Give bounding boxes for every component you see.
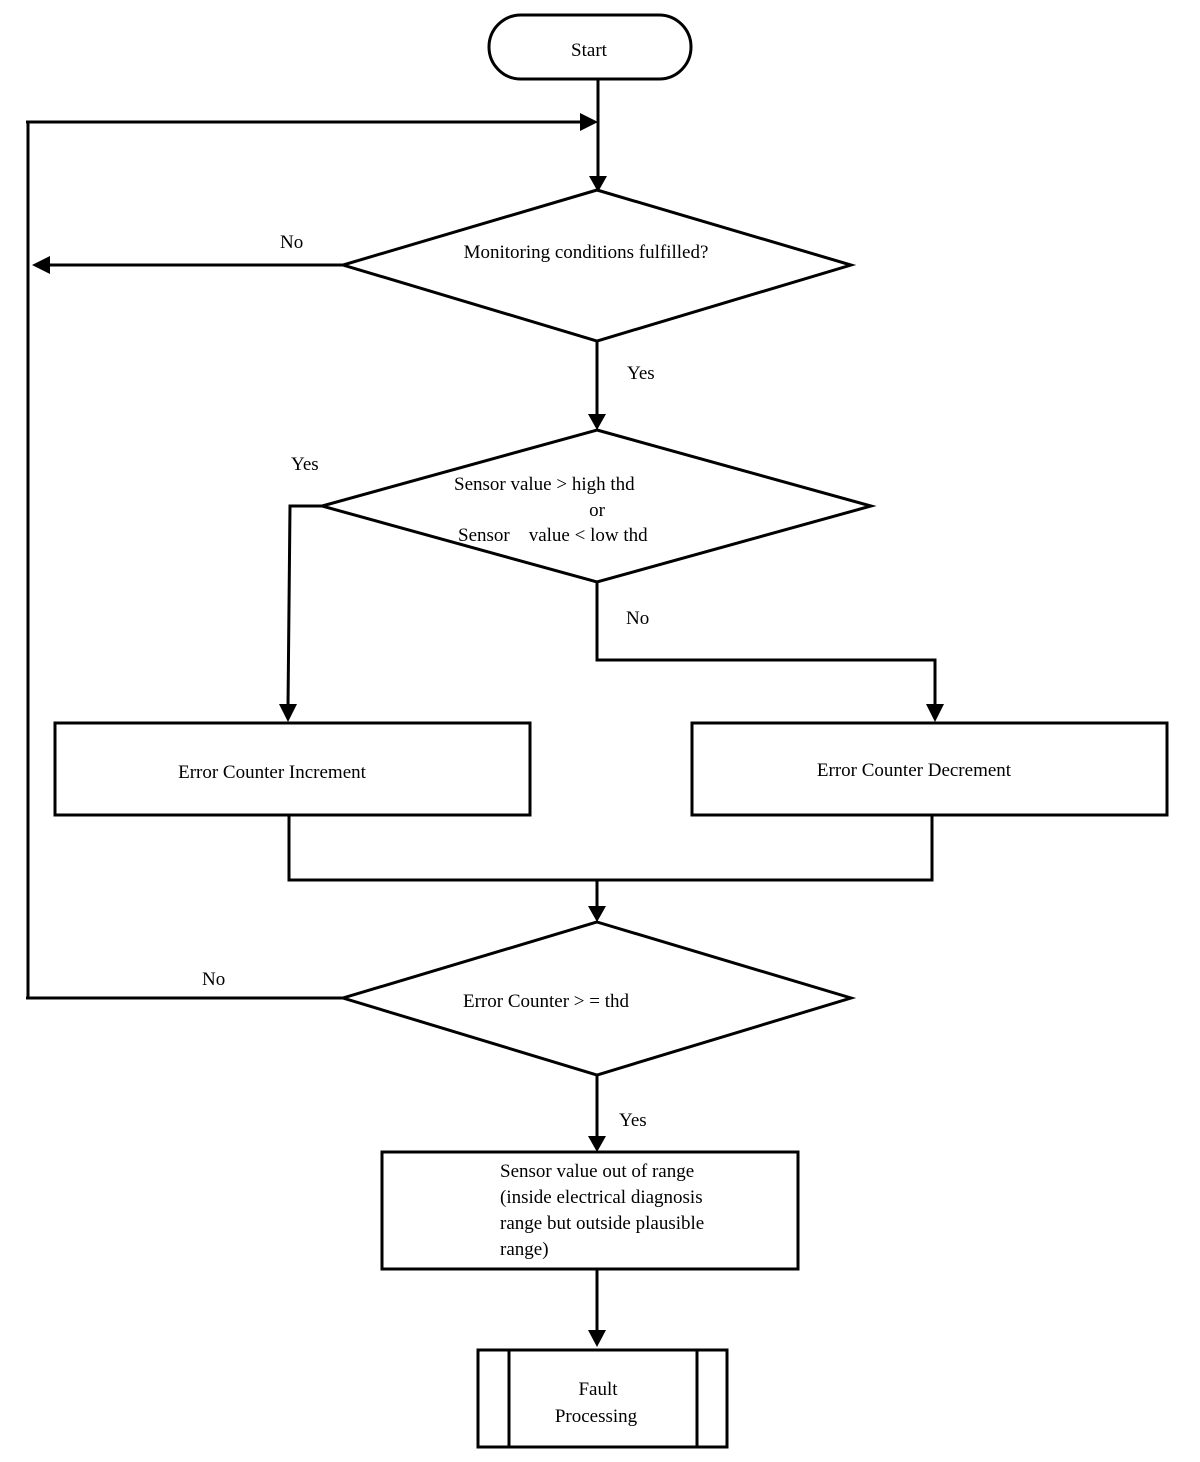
out-of-range-line1: Sensor value out of range: [500, 1161, 694, 1182]
edge-label-monitoring-yes: Yes: [627, 363, 655, 384]
arrowhead-monitoring: [589, 176, 607, 192]
fault-processing-box: [476, 1348, 729, 1449]
arrowhead-loop-back: [580, 113, 598, 131]
connector-sensor-no: [595, 582, 937, 706]
sensor-check-line2: or: [589, 500, 606, 521]
error-counter-increment-box: [53, 721, 532, 817]
sensor-check-line3: Sensor value < low thd: [458, 525, 648, 546]
arrowhead-monitoring-no: [32, 256, 50, 274]
fault-line1: Fault: [578, 1379, 618, 1400]
counter-check-label: Error Counter > = thd: [463, 991, 630, 1012]
edge-label-sensor-no: No: [626, 608, 649, 629]
sensor-check-line1: Sensor value > high thd: [454, 474, 635, 495]
increment-label: Error Counter Increment: [178, 762, 367, 783]
decrement-label: Error Counter Decrement: [817, 760, 1012, 781]
start-terminator: [487, 13, 693, 81]
connector-sensor-yes: [286, 504, 322, 707]
arrowhead-increment: [279, 704, 297, 722]
out-of-range-line2: (inside electrical diagnosis: [500, 1187, 703, 1208]
edge-label-counter-yes: Yes: [619, 1110, 647, 1131]
arrowhead-out-of-range: [588, 1136, 606, 1152]
edge-label-counter-no: No: [202, 969, 225, 990]
monitoring-decision: [337, 188, 857, 343]
arrowhead-sensor-check: [588, 414, 606, 430]
out-of-range-line3: range but outside plausible: [500, 1213, 704, 1234]
edge-label-sensor-yes: Yes: [291, 454, 319, 475]
out-of-range-line4: range): [500, 1239, 549, 1260]
error-counter-decrement-box: [690, 721, 1169, 817]
arrowhead-fault: [588, 1330, 606, 1347]
arrowhead-decrement: [926, 704, 944, 722]
edge-label-monitoring-no: No: [280, 232, 303, 253]
fault-line2: Processing: [555, 1406, 638, 1427]
monitoring-label: Monitoring conditions fulfilled?: [464, 242, 709, 263]
arrowhead-counter-check: [588, 906, 606, 922]
start-label: Start: [571, 40, 608, 61]
sensor-out-of-range-box: [380, 1150, 800, 1271]
connector-merge: [287, 815, 934, 882]
